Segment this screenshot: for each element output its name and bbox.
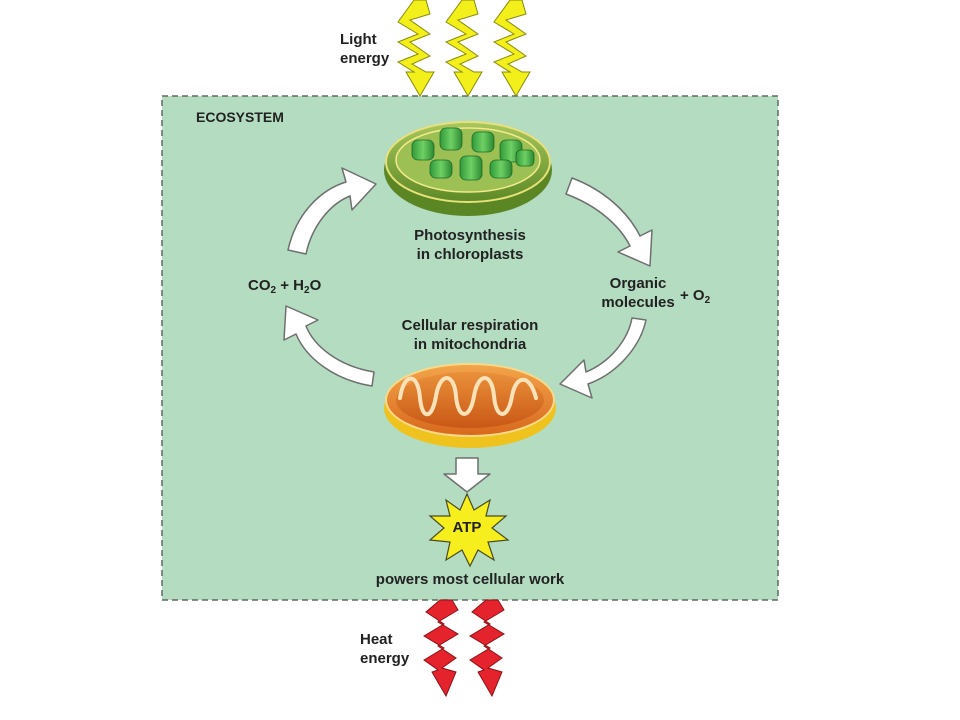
arrow-to-organic-molecules-icon (565, 177, 653, 267)
arrow-down-to-atp-icon (443, 457, 491, 493)
heat-energy-label: Heat energy (360, 630, 409, 668)
light-energy-label: Light energy (340, 30, 389, 68)
co2-subscript: 2 (270, 285, 277, 296)
photosynthesis-label-line2: in chloroplasts (416, 246, 524, 263)
atp-caption: powers most cellular work (375, 571, 565, 588)
respiration-label-line1: Cellular respiration (401, 317, 539, 334)
water-h-text: + H (276, 277, 304, 294)
respiration-label: Cellular respiration in mitochondria (350, 316, 590, 354)
organic-molecules-line1: Organic (609, 275, 667, 292)
oxygen-subscript: 2 (704, 295, 711, 306)
water-subscript: 2 (304, 285, 310, 296)
organic-molecules-label: Organic molecules (592, 274, 684, 312)
light-bolt-icon (444, 0, 483, 97)
arrow-to-respiration-icon (559, 317, 647, 399)
atp-burst-icon (428, 492, 510, 568)
heat-bolt-icon (469, 599, 505, 698)
cycle-arrows (283, 167, 653, 493)
arrow-to-photosynthesis-icon (287, 167, 377, 255)
co2-water-label: CO2 + H2O (248, 276, 322, 296)
ecosystem-label: ECOSYSTEM (196, 109, 284, 125)
heat-energy-label-line2: energy (360, 650, 410, 667)
oxygen-label: + O2 (680, 286, 711, 306)
water-o-text: O (309, 277, 322, 294)
heat-bolt-icon (423, 599, 459, 698)
light-bolt-icon (396, 0, 435, 97)
oxygen-text: + O (680, 287, 705, 304)
atp-label: ATP (452, 519, 482, 536)
photosynthesis-label: Photosynthesis in chloroplasts (360, 226, 580, 264)
chloroplast-icon (384, 121, 552, 216)
arrow-to-co2-water-icon (283, 305, 375, 387)
heat-energy-label-line1: Heat (360, 631, 393, 648)
respiration-label-line2: in mitochondria (413, 336, 527, 353)
mitochondrion-icon (384, 363, 556, 448)
photosynthesis-label-line1: Photosynthesis (414, 227, 526, 244)
heat-energy-bolts (423, 599, 505, 698)
light-energy-label-line2: energy (340, 50, 390, 67)
co2-co-text: CO (248, 277, 271, 294)
light-energy-label-line1: Light (340, 31, 377, 48)
organic-molecules-line2: molecules (601, 294, 675, 311)
light-bolt-icon (492, 0, 531, 97)
light-energy-bolts (396, 0, 531, 97)
